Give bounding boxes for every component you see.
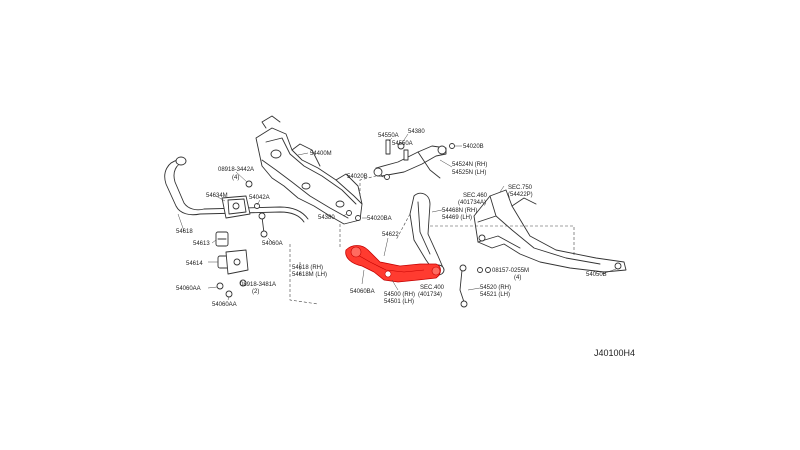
- lower-bushing[interactable]: [208, 249, 249, 275]
- label-54469: 54469 (LH): [442, 215, 472, 221]
- stabilizer-bushing[interactable]: [211, 231, 229, 247]
- label-sec400: SEC.400: [420, 285, 445, 291]
- stabilizer-bar[interactable]: [164, 156, 309, 232]
- label-54550A: 54550A: [378, 133, 399, 139]
- label-sec750-ref: (54422P): [508, 192, 533, 198]
- label-54042A: 54042A: [249, 195, 270, 201]
- label-qty: (4): [232, 175, 239, 181]
- label-54622: 54622: [382, 232, 399, 238]
- label-sec460: SEC.460: [463, 193, 488, 199]
- nut[interactable]: [207, 282, 233, 301]
- label-54634M: 54634M: [206, 193, 228, 199]
- label-54468N: 54468N (RH): [442, 208, 477, 214]
- label-08918-3442A: 08918-3442A: [218, 167, 254, 173]
- reference-line: [359, 175, 377, 196]
- label-54020B: 54020B: [347, 174, 368, 180]
- reference-line: [289, 244, 319, 305]
- label-54050B: 54050B: [586, 272, 607, 278]
- label-sec750: SEC.750: [508, 185, 533, 191]
- label-54524N: 54524N (RH): [452, 162, 487, 168]
- cross-member[interactable]: [255, 115, 363, 225]
- bolt[interactable]: [403, 149, 409, 161]
- nut[interactable]: [449, 143, 463, 149]
- label-08918-3481A: 08918-3481A: [240, 282, 276, 288]
- label-54501: 54501 (LH): [384, 299, 414, 305]
- label-54525N: 54525N (LH): [452, 170, 486, 176]
- nut[interactable]: [376, 174, 390, 180]
- label-54618-rh: 54618 (RH): [292, 265, 323, 271]
- stabilizer-link-rear[interactable]: [459, 264, 481, 308]
- label-qty: (4): [514, 275, 521, 281]
- bolt[interactable]: [342, 210, 352, 217]
- diagram-code: J40100H4: [594, 348, 635, 358]
- label-08157-0255M: 08157-0255M: [492, 268, 529, 274]
- label-54020B: 54020B: [463, 144, 484, 150]
- bolt[interactable]: [235, 171, 253, 188]
- label-54020BA: 54020BA: [367, 216, 392, 222]
- label-qty: (2): [252, 289, 259, 295]
- label-54521: 54521 (LH): [480, 292, 510, 298]
- label-54618-lh: 54618M (LH): [292, 272, 327, 278]
- knuckle-arm[interactable]: [409, 192, 445, 276]
- bolt[interactable]: [385, 137, 393, 155]
- label-54613: 54613: [193, 241, 210, 247]
- label-54380: 54380: [318, 215, 335, 221]
- label-54614: 54614: [186, 261, 203, 267]
- label-54520: 54520 (RH): [480, 285, 511, 291]
- lower-link-highlighted[interactable]: [345, 237, 441, 291]
- bolt[interactable]: [477, 267, 491, 273]
- stabilizer-link[interactable]: [258, 212, 273, 243]
- part-labels: 54400M 54550A 54380 54550A 54020B 54524N…: [176, 129, 635, 358]
- upper-link[interactable]: [373, 145, 453, 179]
- label-sec460-ref: (401734A): [458, 200, 486, 206]
- label-54060AA: 54060AA: [176, 286, 201, 292]
- nut[interactable]: [355, 215, 368, 221]
- label-54500: 54500 (RH): [384, 292, 415, 298]
- label-54060A: 54060A: [262, 241, 283, 247]
- label-54400M: 54400M: [310, 151, 332, 157]
- sub-frame[interactable]: [473, 185, 627, 275]
- bolt[interactable]: [239, 279, 247, 287]
- bolt[interactable]: [397, 133, 409, 150]
- label-sec400-ref: (401734): [418, 292, 442, 298]
- label-54380: 54380: [408, 129, 425, 135]
- label-54550A: 54550A: [392, 141, 413, 147]
- reference-line: [430, 225, 575, 256]
- label-54060AA: 54060AA: [212, 302, 237, 308]
- label-54618: 54618: [176, 229, 193, 235]
- bolt[interactable]: [254, 199, 261, 209]
- label-54060BA: 54060BA: [350, 289, 375, 295]
- clamp-bracket[interactable]: [215, 195, 251, 219]
